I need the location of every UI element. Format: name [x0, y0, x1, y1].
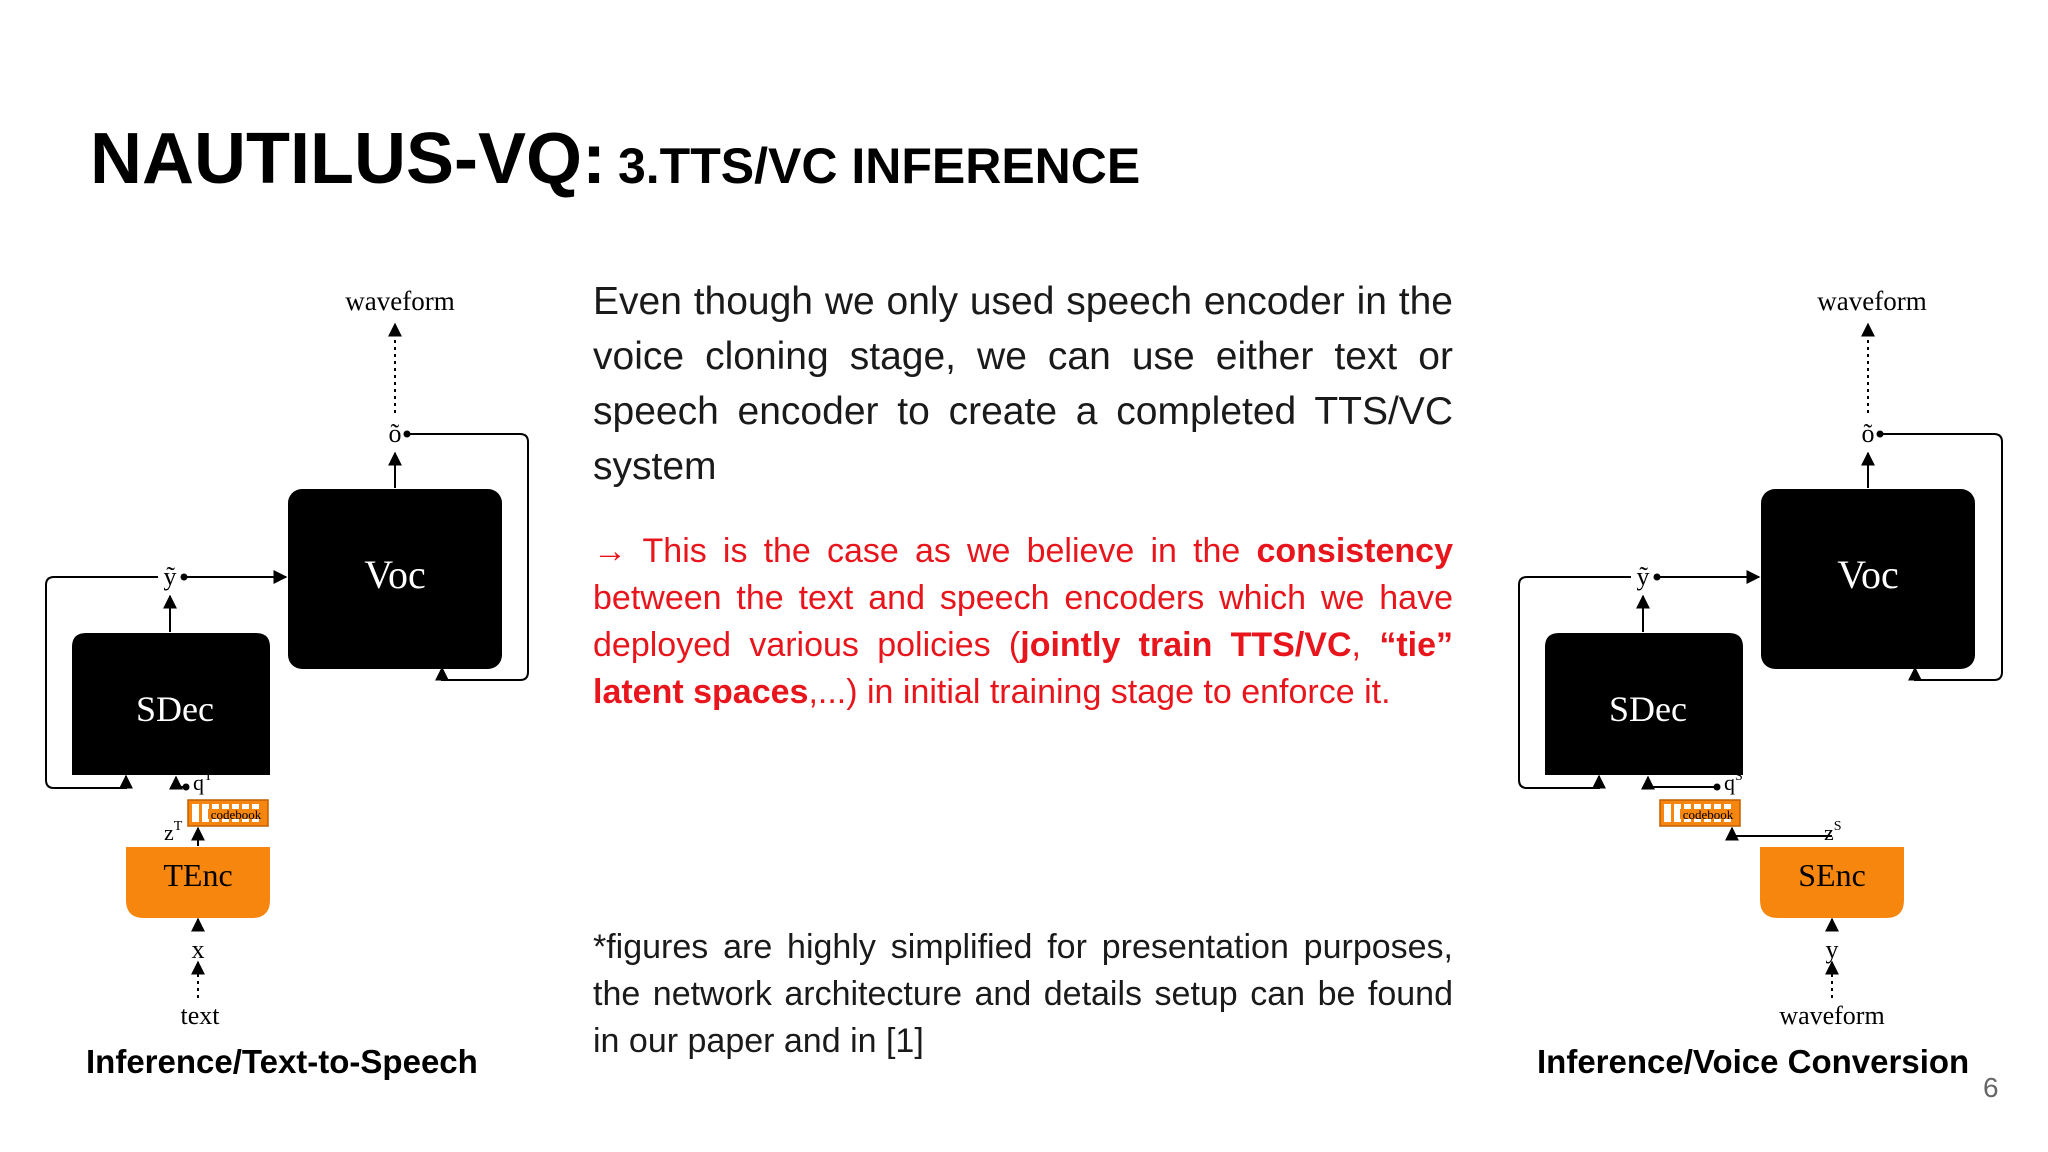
tts-q-label: qT — [193, 769, 213, 795]
tts-z-text: z — [164, 820, 174, 845]
vc-encoder-label: SEnc — [1798, 857, 1866, 893]
tts-voc-block — [288, 489, 502, 669]
vc-z-label: zS — [1824, 819, 1842, 845]
vc-y-loop — [1518, 576, 1631, 789]
vc-q-to-sdec-arrow — [1641, 775, 1717, 790]
tts-caption: Inference/Text-to-Speech — [86, 1043, 478, 1080]
vc-sdec-label: SDec — [1609, 689, 1687, 729]
vc-z-text: z — [1824, 820, 1834, 845]
tts-sdec-label: SDec — [136, 689, 214, 729]
vc-enc-to-codebook-path — [1725, 826, 1832, 841]
vc-y-symbol: ỹ — [1637, 562, 1650, 591]
vc-sdec-block — [1545, 633, 1743, 775]
vc-q-label: qS — [1724, 769, 1743, 795]
vc-voc-block — [1761, 489, 1975, 669]
vc-output-symbol: õ — [1862, 419, 1875, 448]
para2-text-3: , — [1351, 626, 1380, 664]
tts-codebook: codebook — [187, 799, 269, 827]
vc-codebook-label: codebook — [1683, 807, 1734, 822]
tts-encoder-label: TEnc — [163, 857, 232, 893]
body-paragraph-main: Even though we only used speech encoder … — [593, 280, 1453, 488]
vc-q-text: q — [1724, 770, 1735, 795]
tts-input-label: text — [181, 1001, 221, 1030]
vc-q-sup: S — [1735, 769, 1743, 784]
tts-codebook-label: codebook — [211, 807, 262, 822]
tts-z-sup: T — [174, 819, 183, 834]
vc-output-label: waveform — [1817, 286, 1926, 316]
para2-text-4: ,...) in initial training stage to enfor… — [808, 673, 1391, 711]
tts-output-symbol: õ — [389, 419, 402, 448]
tts-o-node — [403, 430, 411, 438]
vc-input-symbol: y — [1826, 935, 1839, 964]
para2-bold-consistency: consistency — [1256, 532, 1453, 570]
para2-bold-joint-training: jointly train TTS/VC — [1020, 626, 1352, 664]
title-main: NAUTILUS-VQ: — [90, 119, 606, 199]
vc-o-loop — [1883, 433, 2003, 681]
tts-y-node — [180, 573, 188, 581]
footnote-paragraph: *figures are highly simplified for prese… — [593, 928, 1453, 1060]
arrow-glyph: → — [593, 532, 627, 570]
slide-title: NAUTILUS-VQ:3.TTS/VC INFERENCE — [90, 118, 1140, 200]
vc-y-node — [1653, 573, 1661, 581]
vc-o-node — [1876, 430, 1884, 438]
para2-bold-tie-latent: “tie” latent spaces — [593, 626, 1453, 711]
tts-voc-label: Voc — [364, 552, 425, 597]
tts-y-loop — [45, 576, 158, 789]
title-subtitle: 3.TTS/VC INFERENCE — [617, 138, 1141, 194]
vc-z-sup: S — [1834, 819, 1842, 834]
vc-voc-label: Voc — [1837, 552, 1898, 597]
vc-encoder-block — [1760, 847, 1904, 918]
tts-z-label: zT — [164, 819, 183, 845]
tts-q-sup: T — [204, 769, 213, 784]
tts-q-text: q — [193, 770, 204, 795]
tts-sdec-block — [72, 633, 270, 775]
tts-q-to-sdec-arrow — [169, 775, 186, 790]
vc-input-label: waveform — [1779, 1001, 1884, 1030]
page-number: 6 — [1983, 1072, 1999, 1103]
para2-text-1: This is the case as we believe in the — [627, 532, 1257, 570]
tts-y-symbol: ỹ — [164, 562, 177, 591]
tts-output-label: waveform — [345, 286, 454, 316]
tts-encoder-block — [126, 847, 270, 918]
tts-o-loop — [410, 433, 529, 681]
vc-codebook: codebook — [1659, 799, 1741, 827]
tts-input-symbol: x — [192, 935, 205, 964]
tts-diagram: waveform õ Voc ỹ SDec qT codebook zT TEn… — [45, 286, 529, 1030]
vc-caption: Inference/Voice Conversion — [1537, 1043, 1970, 1080]
vc-diagram: waveform õ Voc ỹ SDec qS codebook zS SEn… — [1518, 286, 2003, 1030]
para2-text-2: between the text and speech encoders whi… — [593, 579, 1453, 664]
body-paragraph-highlight: → This is the case as we believe in the … — [593, 528, 1453, 716]
